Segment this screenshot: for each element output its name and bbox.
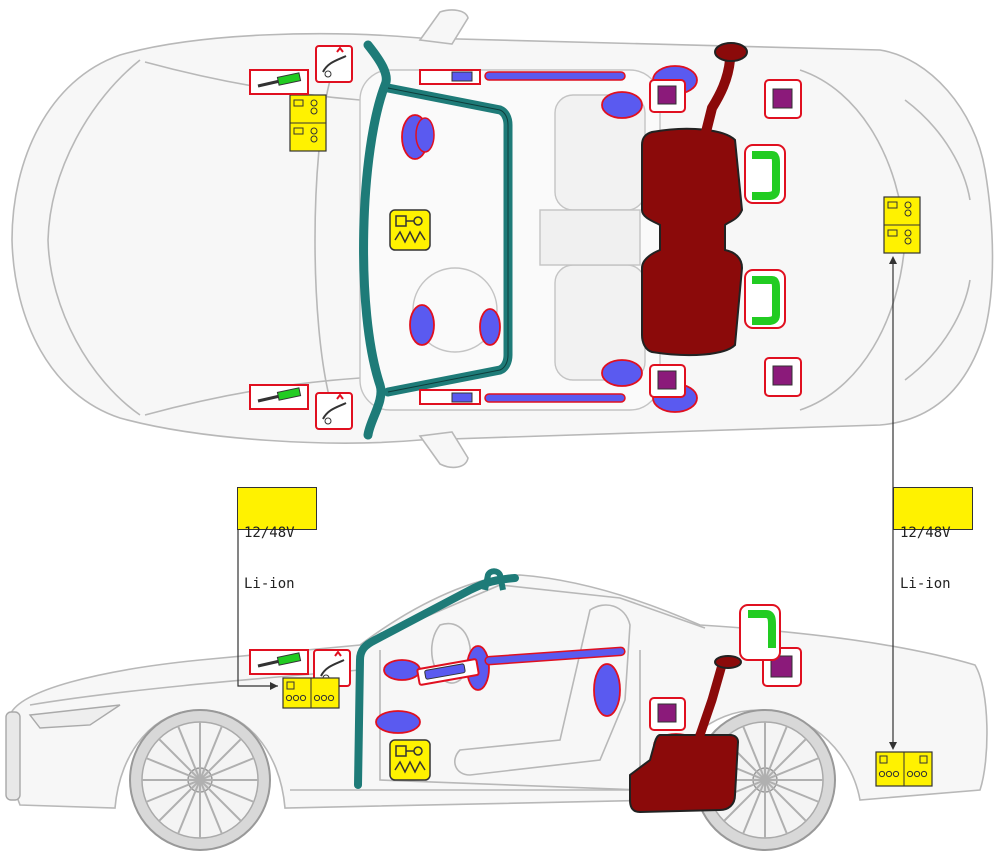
callout-arrow-left <box>270 682 278 690</box>
rollover-bar-top <box>482 568 506 591</box>
battery-icon <box>875 751 933 787</box>
airbag-knee-side <box>375 710 421 734</box>
gas-spring-icon <box>249 649 309 675</box>
airbag-control-unit-icon <box>389 739 431 781</box>
fuel-tank-icon <box>641 127 744 357</box>
curtain-airbag-side <box>484 646 626 666</box>
control-unit-icon <box>764 79 802 119</box>
battery-label-left-line1: 12/48V <box>244 525 295 541</box>
rollover-bar-icon <box>359 40 391 440</box>
seat-belt-anchor-icon <box>649 79 686 113</box>
seat-belt-anchor-icon <box>649 697 686 731</box>
airbag-seat-left-2 <box>601 91 643 119</box>
front-wheel <box>129 709 271 851</box>
battery-label-left: 12/48V Li-ion <box>237 487 317 592</box>
airbag-control-unit-icon <box>389 209 431 251</box>
airbag-front-right <box>409 304 435 346</box>
callout-arrow-right-bottom <box>889 742 897 750</box>
hood-lifter-icon <box>313 649 351 687</box>
windshield-frame-bar-outline <box>387 87 509 393</box>
control-unit-icon <box>764 357 802 397</box>
side-view-headlight <box>28 704 121 729</box>
airbag-seat-right <box>601 359 643 387</box>
belt-tensioner-icon <box>419 69 481 85</box>
side-view-seat <box>454 604 631 776</box>
seat-belt-anchor-icon <box>649 364 686 398</box>
battery-label-right-line1: 12/48V <box>900 525 951 541</box>
battery-icon <box>289 94 327 152</box>
curtain-airbag-right <box>484 393 626 403</box>
battery-icon <box>883 196 921 254</box>
gas-spring-icon <box>744 144 786 204</box>
hood-lifter-icon <box>315 45 353 83</box>
callout-line-left <box>237 530 278 687</box>
belt-tensioner-icon <box>416 658 480 686</box>
side-view <box>5 568 988 851</box>
battery-icon <box>282 677 340 709</box>
side-view-grille <box>5 711 21 801</box>
curtain-airbag-left <box>484 71 626 81</box>
belt-tensioner-icon <box>419 389 481 405</box>
airbag-front-side <box>383 659 421 681</box>
top-view-rear-light-upper <box>904 99 971 201</box>
battery-label-right: 12/48V Li-ion <box>893 487 973 592</box>
fuel-filler-cap <box>714 655 742 669</box>
fuel-filler-cap <box>714 42 748 62</box>
gas-spring-icon <box>249 384 309 410</box>
top-view-mirror-right <box>418 431 469 469</box>
gas-spring-icon <box>744 269 786 329</box>
side-view-steering-wheel <box>430 622 472 684</box>
callout-arrow-right-top <box>889 256 897 264</box>
top-view <box>11 9 994 469</box>
battery-label-right-line2: Li-ion <box>900 576 951 592</box>
top-view-hood-line <box>47 59 141 416</box>
rollover-bar-icon <box>354 574 519 789</box>
airbag-seat-side <box>593 663 621 717</box>
battery-label-left-line2: Li-ion <box>244 576 295 592</box>
airbag-knee <box>479 308 501 346</box>
gas-spring-icon <box>249 69 309 95</box>
fuel-filler-neck <box>695 660 727 740</box>
gas-spring-icon <box>739 604 781 661</box>
side-view-hood-crease <box>29 669 361 706</box>
hood-lifter-icon <box>315 392 353 430</box>
fuel-filler-neck <box>701 55 735 137</box>
airbag-front-left-2 <box>415 117 435 153</box>
top-view-center-console <box>539 209 641 266</box>
fuel-tank-icon <box>629 734 740 814</box>
top-view-mirror-left <box>418 9 469 45</box>
top-view-rear-light-lower <box>904 279 971 381</box>
